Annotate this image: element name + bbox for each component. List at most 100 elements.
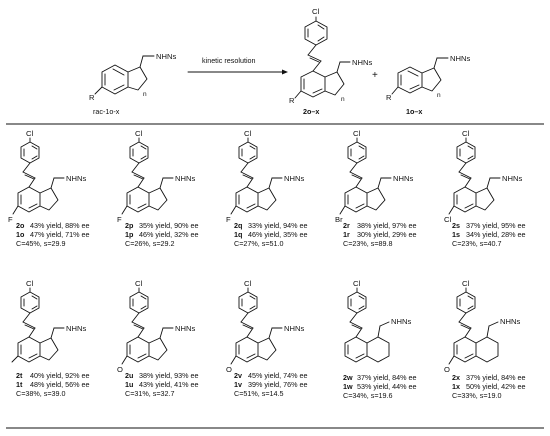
chloro-label: Cl xyxy=(26,129,33,138)
chloro-label: Cl xyxy=(26,279,33,288)
chloro-label: Cl xyxy=(244,129,251,138)
product-id: 2x xyxy=(452,373,460,382)
conversion-selectivity: C=45%, s=29.9 xyxy=(16,239,66,248)
nhns-label: NHNs xyxy=(500,317,520,326)
product-result: 40% yield, 92% ee xyxy=(30,371,90,380)
substituent-label: O xyxy=(444,365,450,374)
conversion-selectivity: C=38%, s=39.0 xyxy=(16,389,66,398)
product-id: 2w xyxy=(343,373,353,382)
recovered-id: 1x xyxy=(452,382,460,391)
recovered-result: 43% yield, 41% ee xyxy=(139,380,199,389)
plus-sign: + xyxy=(372,70,378,81)
nhns-label: NHNs xyxy=(175,324,195,333)
recovered-id: 1r xyxy=(343,230,350,239)
product-result: 38% yield, 93% ee xyxy=(139,371,199,380)
product-result: 33% yield, 94% ee xyxy=(248,221,308,230)
recovered-id: 1s xyxy=(452,230,460,239)
product-id: 2r xyxy=(343,221,350,230)
recovered-id: 1p xyxy=(125,230,134,239)
nhns-label: NHNs xyxy=(66,324,86,333)
recovered-id: 1o xyxy=(16,230,25,239)
nhns-label: NHNs xyxy=(502,174,522,183)
product-result: 38% yield, 97% ee xyxy=(357,221,417,230)
substituent-label: O xyxy=(117,365,123,374)
product-id: 2v xyxy=(234,371,242,380)
chloro-label: Cl xyxy=(353,129,360,138)
product-id: 2t xyxy=(16,371,23,380)
r-substituent-label: R xyxy=(386,93,392,102)
ring-size-n-label: n xyxy=(437,92,441,99)
conversion-selectivity: C=23%, s=40.7 xyxy=(452,239,502,248)
conversion-selectivity: C=27%, s=51.0 xyxy=(234,239,284,248)
chloro-label: Cl xyxy=(135,129,142,138)
product-result: 43% yield, 88% ee xyxy=(30,221,90,230)
conversion-selectivity: C=26%, s=29.2 xyxy=(125,239,175,248)
recovered-id: 1q xyxy=(234,230,242,239)
product-structure xyxy=(294,16,351,99)
substituent-label: F xyxy=(8,215,13,224)
chloro-label: Cl xyxy=(312,7,319,16)
conversion-selectivity: C=33%, s=19.0 xyxy=(452,391,502,400)
product-id: 2o xyxy=(16,221,25,230)
nhns-label: NHNs xyxy=(284,324,304,333)
r-substituent-label: R xyxy=(289,96,295,105)
recovered-result: 46% yield, 35% ee xyxy=(248,230,308,239)
recovered-result: 34% yield, 28% ee xyxy=(466,230,526,239)
nhns-label: NHNs xyxy=(352,58,372,67)
product-id: 2p xyxy=(125,221,134,230)
recovered-result: 48% yield, 56% ee xyxy=(30,380,90,389)
conversion-selectivity: C=31%, s=32.7 xyxy=(125,389,175,398)
ring-size-n-label: n xyxy=(341,96,345,103)
product-result: 37% yield, 84% ee xyxy=(466,373,526,382)
recovered-result: 47% yield, 71% ee xyxy=(30,230,90,239)
product-result: 35% yield, 90% ee xyxy=(139,221,199,230)
start-compound-label: rac-1o-x xyxy=(93,107,120,116)
chloro-label: Cl xyxy=(135,279,142,288)
r-substituent-label: R xyxy=(89,93,95,102)
arrow-condition-label: kinetic resolution xyxy=(202,56,256,65)
substituent-label: Br xyxy=(335,215,343,224)
nhns-label: NHNs xyxy=(393,174,413,183)
recovered-id: 1u xyxy=(125,380,133,389)
conversion-selectivity: C=34%, s=19.6 xyxy=(343,391,393,400)
substituent-label: O xyxy=(226,365,232,374)
product-id: 2u xyxy=(125,371,133,380)
substituent-label: F xyxy=(226,215,231,224)
ring-size-n-label: n xyxy=(143,91,147,98)
product-label: 2o–x xyxy=(303,107,319,116)
reaction-arrow xyxy=(187,69,288,75)
product-id: 2s xyxy=(452,221,460,230)
recovered-result: 53% yield, 44% ee xyxy=(357,382,417,391)
product-result: 37% yield, 95% ee xyxy=(466,221,526,230)
nhns-label: NHNs xyxy=(175,174,195,183)
chloro-label: Cl xyxy=(462,279,469,288)
recovered-id: 1v xyxy=(234,380,242,389)
recovered-label: 1o–x xyxy=(406,107,422,116)
nhns-label: NHNs xyxy=(66,174,86,183)
substituent-label: Cl xyxy=(444,215,451,224)
product-result: 45% yield, 74% ee xyxy=(248,371,308,380)
substituent-label: F xyxy=(117,215,122,224)
conversion-selectivity: C=51%, s=14.5 xyxy=(234,389,284,398)
recovered-result: 50% yield, 42% ee xyxy=(466,382,526,391)
starting-material-structure xyxy=(94,55,155,95)
nhns-label: NHNs xyxy=(391,317,411,326)
product-result: 37% yield, 84% ee xyxy=(357,373,417,382)
nhns-label: NHNs xyxy=(156,52,176,61)
recovered-starting-material-structure xyxy=(391,57,449,95)
recovered-result: 30% yield, 29% ee xyxy=(357,230,417,239)
chloro-label: Cl xyxy=(244,279,251,288)
recovered-result: 39% yield, 76% ee xyxy=(248,380,308,389)
